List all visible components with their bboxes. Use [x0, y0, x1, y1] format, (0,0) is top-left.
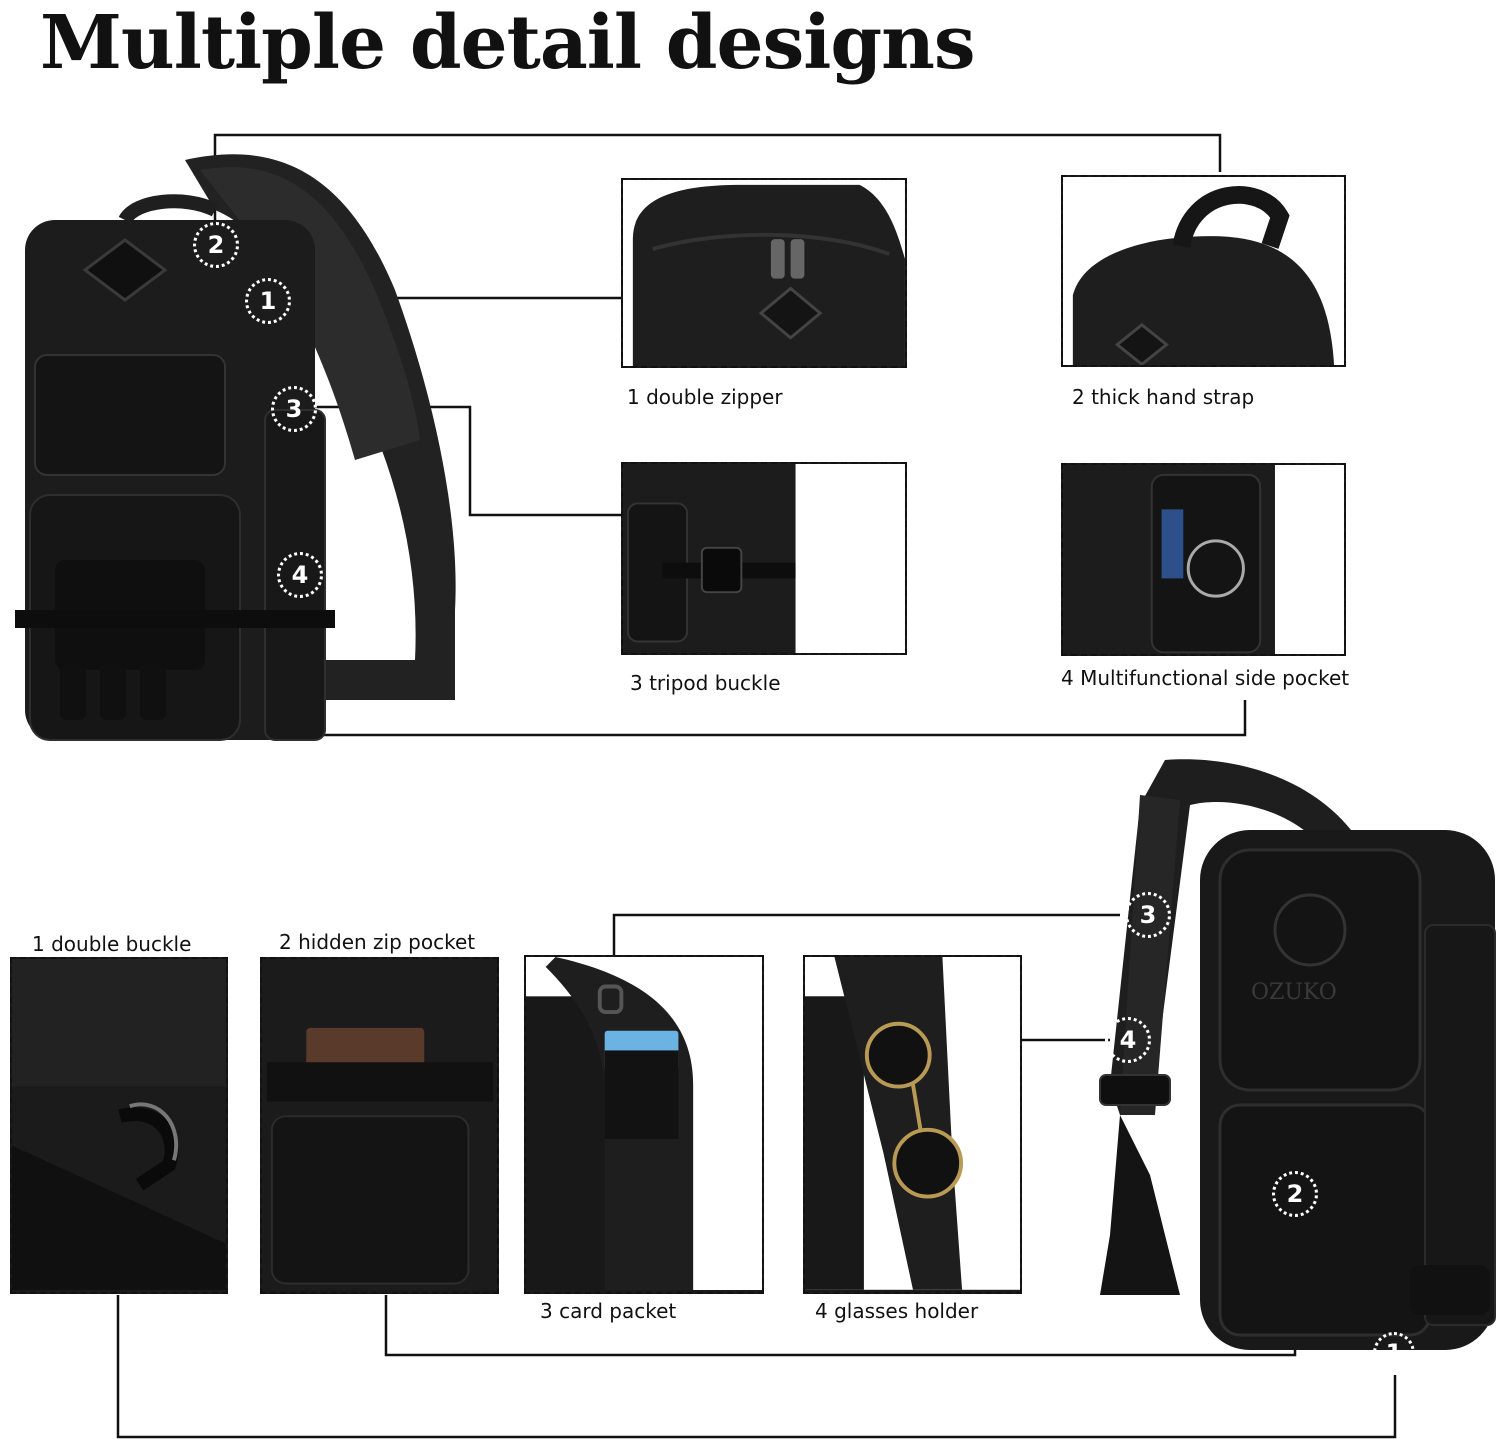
top-marker-2: 2 [193, 222, 239, 268]
caption-double-buckle: 1 double buckle [32, 932, 192, 956]
detail-image-glasses-holder [803, 955, 1022, 1294]
detail-image-tripod-buckle [621, 462, 907, 655]
bottom-main-bag-image: OZUKO 3 4 2 1 [1070, 755, 1500, 1374]
bottom-marker-3: 3 [1125, 892, 1171, 938]
caption-glasses-holder: 4 glasses holder [815, 1299, 979, 1323]
bottom-marker-1: 1 [1373, 1332, 1415, 1374]
detail-image-double-zipper [621, 178, 907, 368]
caption-double-zipper: 1 double zipper [627, 385, 783, 409]
detail-image-side-pocket [1061, 463, 1346, 656]
connector-line-card-packet [612, 913, 1120, 955]
page-title: Multiple detail designs [40, 0, 976, 86]
bottom-marker-2: 2 [1272, 1171, 1318, 1217]
caption-card-packet: 3 card packet [540, 1299, 677, 1323]
caption-hidden-zip-pocket: 2 hidden zip pocket [279, 930, 476, 954]
connector-line-double-buckle [116, 1295, 1397, 1439]
top-marker-1: 1 [245, 278, 291, 324]
detail-image-hand-strap [1061, 175, 1346, 367]
detail-image-card-packet [524, 955, 764, 1294]
top-main-bag-image: 2 1 3 4 [15, 140, 475, 760]
top-marker-3: 3 [271, 386, 317, 432]
caption-hand-strap: 2 thick hand strap [1072, 385, 1255, 409]
brand-label: OZUKO [1251, 980, 1337, 1005]
top-marker-4: 4 [277, 552, 323, 598]
detail-image-hidden-zip-pocket [260, 957, 499, 1294]
caption-tripod-buckle: 3 tripod buckle [630, 671, 781, 695]
caption-side-pocket: 4 Multifunctional side pocket [1061, 666, 1350, 690]
detail-image-double-buckle [10, 957, 228, 1294]
bottom-marker-4: 4 [1105, 1017, 1151, 1063]
